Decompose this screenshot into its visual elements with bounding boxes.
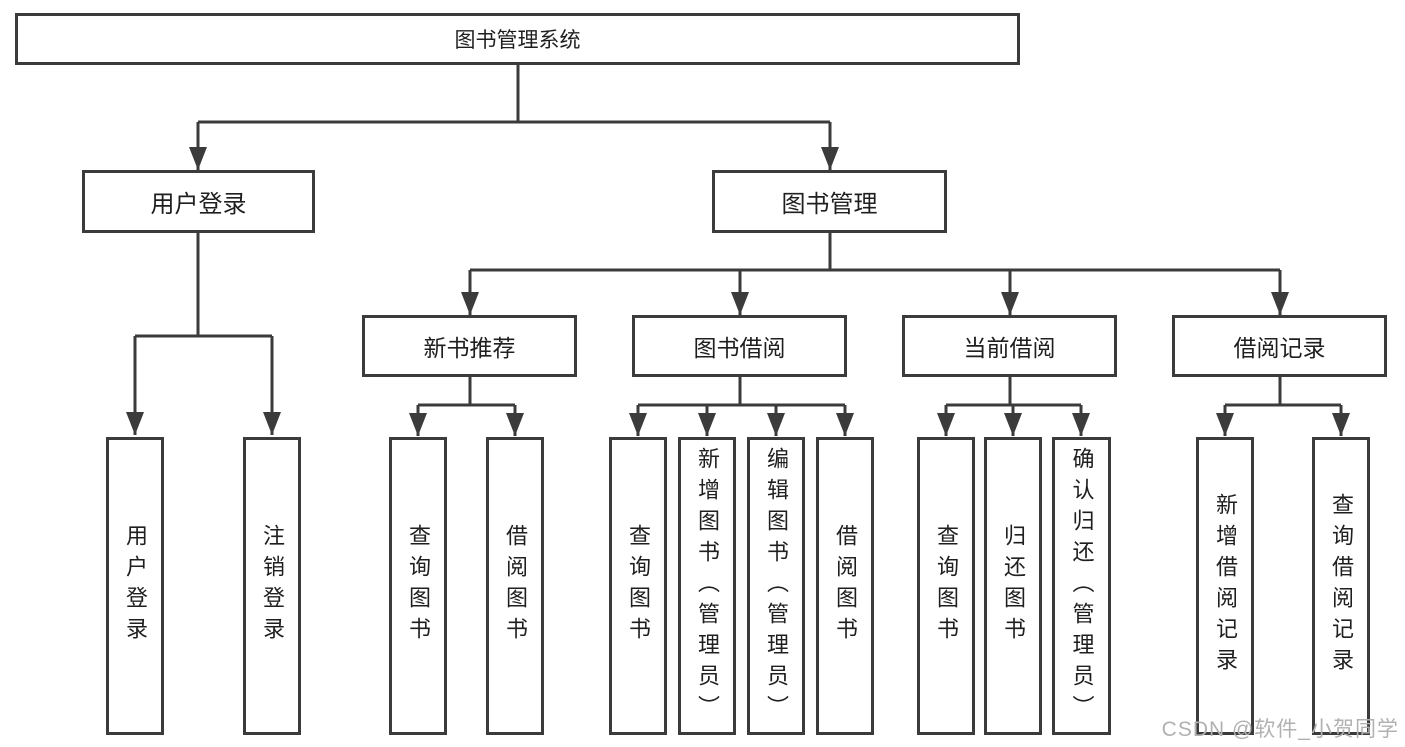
leaf-borrow-books-borrowing: 借阅图书 [816, 437, 874, 735]
node-label: 用户登录 [150, 191, 247, 218]
node-label: 新书推荐 [423, 335, 516, 361]
leaf-label: 查询图书 [626, 524, 651, 648]
leaf-label: 查询图书 [934, 524, 959, 648]
node-book-borrowing: 图书借阅 [632, 315, 847, 377]
node-label: 借阅记录 [1233, 335, 1326, 361]
node-label: 图书借阅 [693, 335, 786, 361]
node-borrowing-records: 借阅记录 [1172, 315, 1387, 377]
node-new-book-recommend: 新书推荐 [362, 315, 577, 377]
leaf-add-borrow-record: 新增借阅记录 [1196, 437, 1254, 735]
leaf-label: 借阅图书 [833, 524, 858, 648]
leaf-label: 注销登录 [260, 524, 285, 648]
leaf-confirm-return-admin: 确认归还（管理员） [1052, 437, 1111, 735]
leaf-add-book-admin: 新增图书（管理员） [678, 437, 736, 735]
leaf-return-book: 归还图书 [984, 437, 1042, 735]
leaf-user-login: 用户登录 [106, 437, 164, 735]
node-label: 图书管理 [781, 191, 878, 218]
leaf-query-books-current: 查询图书 [917, 437, 975, 735]
leaf-logout: 注销登录 [243, 437, 301, 735]
csdn-watermark: CSDN @软件_小贺同学 [1161, 718, 1399, 741]
node-book-management: 图书管理 [712, 170, 947, 233]
leaf-label: 归还图书 [1001, 524, 1026, 648]
node-current-borrowing: 当前借阅 [902, 315, 1117, 377]
leaf-label: 确认归还（管理员） [1069, 446, 1095, 726]
leaf-label: 借阅图书 [503, 524, 528, 648]
leaf-label: 用户登录 [123, 524, 148, 648]
node-label: 当前借阅 [963, 335, 1056, 361]
leaf-query-books-recommend: 查询图书 [389, 437, 447, 735]
leaf-label: 查询图书 [406, 524, 431, 648]
leaf-edit-book-admin: 编辑图书（管理员） [747, 437, 805, 735]
node-library-management-system: 图书管理系统 [15, 13, 1020, 65]
leaf-label: 编辑图书（管理员） [764, 446, 789, 726]
node-label: 图书管理系统 [454, 29, 581, 52]
leaf-query-books-borrowing: 查询图书 [609, 437, 667, 735]
leaf-label: 查询借阅记录 [1329, 493, 1354, 679]
leaf-borrow-books-recommend: 借阅图书 [486, 437, 544, 735]
leaf-label: 新增借阅记录 [1213, 493, 1238, 679]
leaf-query-borrow-record: 查询借阅记录 [1312, 437, 1370, 735]
leaf-label: 新增图书（管理员） [695, 446, 720, 726]
node-user-login: 用户登录 [82, 170, 315, 233]
